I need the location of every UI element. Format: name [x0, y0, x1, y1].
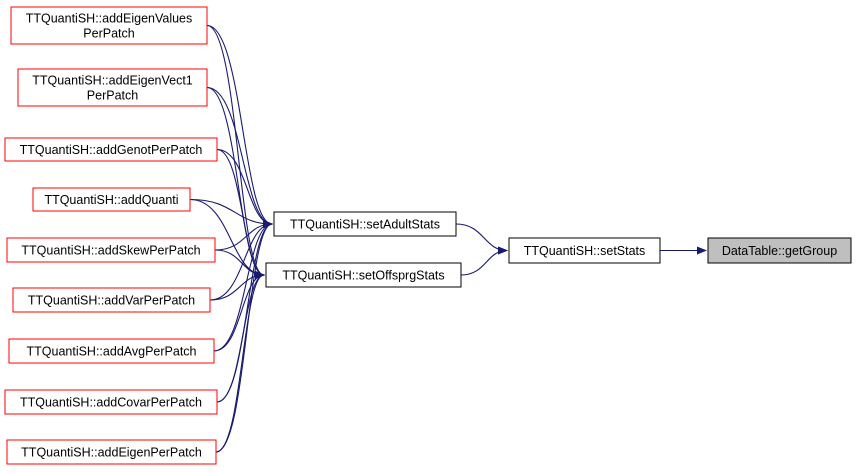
node-add-eigen[interactable]: TTQuantiSH::addEigenPerPatch: [6, 439, 217, 465]
node-box-set-stats: [508, 237, 661, 264]
node-add-covar[interactable]: TTQuantiSH::addCovarPerPatch: [4, 389, 218, 415]
edge-add-covar-to-set-adult-stats: [216, 220, 273, 403]
node-label-add-eigen-vect1-line2: PerPatch: [87, 89, 138, 103]
node-add-skew[interactable]: TTQuantiSH::addSkewPerPatch: [6, 237, 216, 263]
node-set-offsprg-stats[interactable]: TTQuantiSH::setOffsprgStats: [265, 262, 462, 288]
node-label-add-eigen: TTQuantiSH::addEigenPerPatch: [21, 446, 202, 460]
node-label-add-covar: TTQuantiSH::addCovarPerPatch: [20, 396, 202, 410]
edge-add-quanti-to-set-offsprg-stats: [189, 198, 265, 279]
node-box-set-adult-stats: [273, 211, 457, 237]
edge-add-quanti-to-set-adult-stats: [189, 198, 273, 228]
node-box-add-covar: [4, 389, 218, 415]
node-label-add-var: TTQuantiSH::addVarPerPatch: [28, 294, 195, 308]
node-box-add-eigen-vect1: [17, 68, 208, 107]
edge-add-genot-to-set-adult-stats: [216, 148, 273, 228]
node-box-set-offsprg-stats: [265, 262, 462, 288]
node-label-set-offsprg-stats: TTQuantiSH::setOffsprgStats: [282, 269, 444, 283]
node-box-add-skew: [6, 237, 216, 263]
node-get-group[interactable]: DataTable::getGroup: [707, 237, 852, 264]
node-set-adult-stats[interactable]: TTQuantiSH::setAdultStats: [273, 211, 457, 237]
edge-add-skew-to-set-adult-stats: [214, 220, 273, 251]
node-box-add-avg: [8, 338, 215, 364]
node-label-set-stats: TTQuantiSH::setStats: [524, 244, 646, 258]
node-label-add-eigen-values-line2: PerPatch: [83, 27, 134, 41]
node-box-add-eigen: [6, 439, 217, 465]
node-set-stats[interactable]: TTQuantiSH::setStats: [508, 237, 661, 264]
edge-add-avg-to-set-adult-stats: [213, 220, 273, 352]
node-label-add-eigen-vect1-line1: TTQuantiSH::addEigenVect1: [32, 74, 193, 88]
node-label-set-adult-stats: TTQuantiSH::setAdultStats: [290, 218, 440, 232]
node-add-quanti[interactable]: TTQuantiSH::addQuanti: [32, 187, 191, 212]
node-add-var[interactable]: TTQuantiSH::addVarPerPatch: [12, 287, 211, 313]
edge-set-adult-stats-to-set-stats: [455, 223, 508, 255]
node-label-add-quanti: TTQuantiSH::addQuanti: [44, 193, 178, 207]
node-label-get-group: DataTable::getGroup: [722, 244, 837, 258]
edge-add-eigen-to-set-adult-stats: [215, 220, 273, 453]
edge-add-covar-to-set-offsprg-stats: [216, 271, 265, 403]
edge-add-eigen-vect1-to-set-adult-stats: [206, 86, 273, 228]
node-label-add-avg: TTQuantiSH::addAvgPerPatch: [27, 345, 197, 359]
node-label-add-genot: TTQuantiSH::addGenotPerPatch: [20, 143, 203, 157]
edges-layer: [189, 24, 707, 453]
edge-add-eigen-values-to-set-adult-stats: [206, 24, 273, 228]
node-label-add-skew: TTQuantiSH::addSkewPerPatch: [21, 244, 200, 258]
node-box-add-genot: [4, 137, 218, 162]
node-box-add-quanti: [32, 187, 191, 212]
nodes-layer: TTQuantiSH::addEigenValuesPerPatchTTQuan…: [4, 6, 852, 465]
edge-add-eigen-to-set-offsprg-stats: [215, 271, 265, 453]
node-box-get-group: [707, 237, 852, 264]
node-add-avg[interactable]: TTQuantiSH::addAvgPerPatch: [8, 338, 215, 364]
node-label-add-eigen-values-line1: TTQuantiSH::addEigenValues: [26, 12, 193, 26]
edge-set-offsprg-stats-to-set-stats: [460, 246, 508, 276]
edge-add-genot-to-set-offsprg-stats: [216, 148, 265, 279]
node-add-genot[interactable]: TTQuantiSH::addGenotPerPatch: [4, 137, 218, 162]
node-box-add-var: [12, 287, 211, 313]
node-box-add-eigen-values: [10, 6, 208, 45]
